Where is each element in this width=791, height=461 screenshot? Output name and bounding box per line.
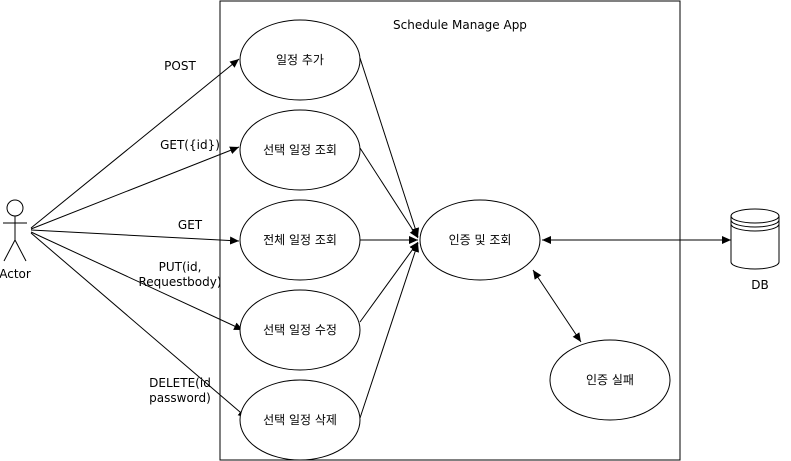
database-icon[interactable] (730, 208, 780, 270)
actor-figure[interactable] (3, 199, 27, 262)
edge-label-get-id: GET({id}) (160, 138, 220, 152)
use-case-get-one-label: 선택 일정 조회 (263, 143, 337, 157)
edge-get (30, 229, 240, 245)
edge-label-get: GET (178, 218, 203, 232)
edge-label-put-1: PUT(id, (159, 260, 202, 274)
edge-label-post: POST (164, 59, 196, 73)
use-case-add-label: 일정 추가 (276, 53, 324, 67)
edge-label-put-2: Requestbody) (138, 275, 221, 289)
use-case-update[interactable] (239, 289, 361, 371)
use-case-delete[interactable] (239, 379, 361, 461)
edge-put (30, 231, 244, 331)
use-case-get-all[interactable] (239, 199, 361, 281)
use-case-get-all-label: 전체 일정 조회 (263, 233, 337, 247)
edge-label-delete-2: password) (149, 391, 211, 405)
actor-head (6, 199, 24, 217)
use-case-add[interactable] (239, 19, 361, 101)
use-case-get-one[interactable] (239, 109, 361, 191)
use-case-update-label: 선택 일정 수정 (263, 323, 337, 337)
edge-auth-fail (532, 269, 582, 343)
edge-delete (30, 232, 248, 419)
use-case-auth-label: 인증 및 조회 (449, 233, 512, 247)
edge-get-id (30, 146, 240, 230)
use-case-auth-fail[interactable] (549, 339, 671, 421)
db-label: DB (751, 278, 768, 292)
edge-label-delete-1: DELETE(id (149, 376, 211, 390)
use-case-auth-fail-label: 인증 실패 (586, 373, 634, 387)
use-case-delete-label: 선택 일정 삭제 (263, 413, 337, 427)
use-case-auth[interactable] (419, 199, 541, 281)
auth-connections (359, 57, 420, 419)
actor-connections (30, 58, 248, 419)
edge-post (30, 58, 240, 229)
actor-label: Actor (0, 267, 31, 281)
system-title: Schedule Manage App (393, 18, 527, 32)
